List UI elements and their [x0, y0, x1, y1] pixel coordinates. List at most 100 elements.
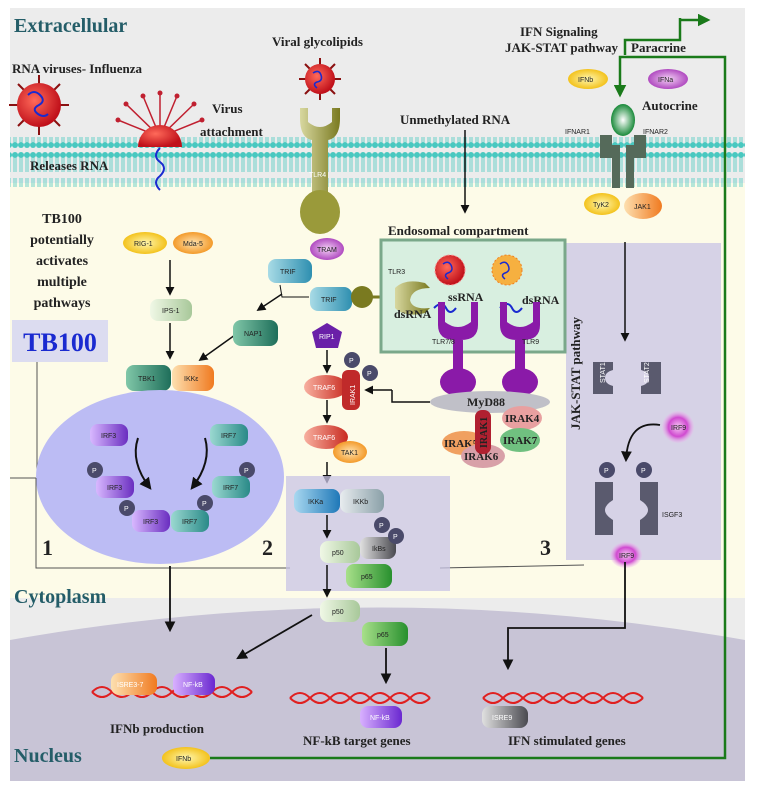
- irak1-p2-icon: [362, 365, 378, 381]
- ips1-icon: [150, 299, 192, 321]
- p50-to-ifnb-arrow: [236, 614, 313, 660]
- tlr78-receptor-icon: [438, 302, 478, 396]
- virus-attachment-label-1: Virus: [212, 101, 243, 116]
- irf7-label-c: IRF7: [182, 519, 197, 526]
- p65-label-a: p65: [361, 574, 373, 581]
- irf7-p-label-b: P: [244, 468, 249, 475]
- myd88-connector: [391, 390, 430, 403]
- irf7-icon-a: [210, 424, 248, 446]
- ifnb-production-label: IFNb production: [110, 721, 205, 736]
- paracrine-connector: [623, 18, 682, 55]
- tram-icon: [310, 238, 344, 260]
- dsrna-label-1: dsRNA: [394, 307, 432, 321]
- isgf3-complex-icon: [595, 462, 658, 568]
- ifnar-receptor-icon: [600, 104, 646, 188]
- tb100-description: TB100 potentially activates multiple pat…: [30, 212, 94, 311]
- virus-attachment-label-2: attachment: [200, 124, 263, 139]
- tlr3-label: TLR3: [388, 269, 405, 276]
- pathway-number-1: 1: [42, 535, 53, 560]
- isgf3-label: ISGF3: [662, 512, 682, 519]
- irf7-label-a: IRF7: [221, 433, 236, 440]
- irf7-phos-arrow: [190, 437, 208, 490]
- irf7-label-b: IRF7: [223, 485, 238, 492]
- dna-isg-icon: [482, 692, 644, 704]
- ikka-icon: [294, 489, 340, 513]
- ifnb-top-label: IFNb: [578, 77, 593, 84]
- irak1-p1-label: P: [349, 358, 354, 365]
- ikbs-icon: [360, 537, 396, 559]
- irf7-icon-c: [171, 510, 209, 532]
- irf9-free-label: IRF9: [671, 425, 686, 432]
- nfkb-icon-a: [173, 673, 215, 695]
- nap1-label: NAP1: [244, 331, 262, 338]
- ikbs-p2-icon: [388, 528, 404, 544]
- irak4-label: IRAK4: [505, 413, 540, 425]
- isgf3-to-nucleus-arrow: [502, 562, 626, 671]
- rip1-icon: [312, 323, 342, 348]
- stat2-label: STAT2: [644, 362, 651, 383]
- irf3-icon-a: [90, 424, 128, 446]
- irf3-label-a: IRF3: [101, 433, 116, 440]
- irak1-label-b: IRAK1: [479, 417, 490, 448]
- myd88-label: MyD88: [467, 395, 505, 409]
- p50-label-a: p50: [332, 550, 344, 557]
- region-nucleus: Nucleus: [14, 745, 82, 767]
- p65-icon-b: [362, 622, 408, 646]
- tbk1-icon: [126, 365, 171, 391]
- irf9-complex-label: IRF9: [619, 553, 634, 560]
- irak7-icon: [500, 428, 540, 452]
- isre9-label: ISRE9: [492, 715, 512, 722]
- rip1-label: RIP1: [319, 334, 335, 341]
- traf6-label-1: TRAF6: [313, 385, 335, 392]
- stat-dimer-icon: [593, 362, 661, 394]
- ifn-stimulated-genes-label: IFN stimulated genes: [508, 733, 626, 748]
- nfkb-icon-b: [360, 706, 402, 728]
- svg-text:multiple: multiple: [37, 275, 87, 290]
- attaching-virus-icon: [115, 90, 205, 191]
- jak1-icon: [624, 193, 662, 219]
- trif-label-2: TRIF: [321, 297, 337, 304]
- isre37-icon: [111, 673, 157, 695]
- autocrine-label: Autocrine: [642, 98, 698, 113]
- irf3-p-icon-c: [119, 500, 135, 516]
- ikke-icon: [172, 365, 214, 391]
- irf3-p-label-c: P: [124, 506, 129, 513]
- tlr4-receptor-icon: [299, 58, 341, 234]
- stat1-p-label: P: [604, 468, 609, 475]
- tlr4-label: TLR4: [309, 172, 326, 179]
- trif-label-1: TRIF: [280, 269, 296, 276]
- tbk1-label: TBK1: [138, 376, 156, 383]
- ips1-label: IPS-1: [162, 308, 180, 315]
- endosomal-label: Endosomal compartment: [388, 223, 529, 238]
- jak1-label: JAK1: [634, 204, 651, 211]
- mda5-icon: [173, 232, 213, 254]
- svg-text:activates: activates: [36, 254, 89, 269]
- tyk2-icon: [584, 193, 620, 215]
- rig1-label: RIG-1: [134, 241, 153, 248]
- p65-icon-a: [346, 564, 392, 588]
- tlr3-receptor-icon: [395, 281, 430, 315]
- trif-to-nap1-arrow: [256, 293, 283, 311]
- tb100-box: [12, 320, 108, 362]
- releases-rna-label: Releases RNA: [30, 158, 109, 173]
- nfkb-label-b: NF-kB: [370, 715, 390, 722]
- irf3-label-c: IRF3: [143, 519, 158, 526]
- region-extracellular: Extracellular: [14, 15, 127, 37]
- jak-stat-box: [566, 243, 721, 560]
- irf3-p-label-b: P: [92, 468, 97, 475]
- stat2-p-label: P: [641, 468, 646, 475]
- tram-label: TRAM: [317, 247, 337, 254]
- tlr3-head-icon: [351, 286, 373, 308]
- pathway-number-3: 3: [540, 535, 551, 560]
- tak1-icon: [333, 441, 367, 463]
- p50-icon-b: [320, 600, 360, 622]
- rig1-icon: [123, 232, 167, 254]
- nap1-to-ikke-arrow: [198, 334, 236, 362]
- ifna-secreted-icon: [648, 69, 688, 89]
- tlr78-label: TLR7/8: [432, 339, 455, 346]
- ikkb-label: IKKb: [353, 499, 368, 506]
- irf9-free-icon: [662, 411, 694, 443]
- cell-membrane: [10, 137, 745, 187]
